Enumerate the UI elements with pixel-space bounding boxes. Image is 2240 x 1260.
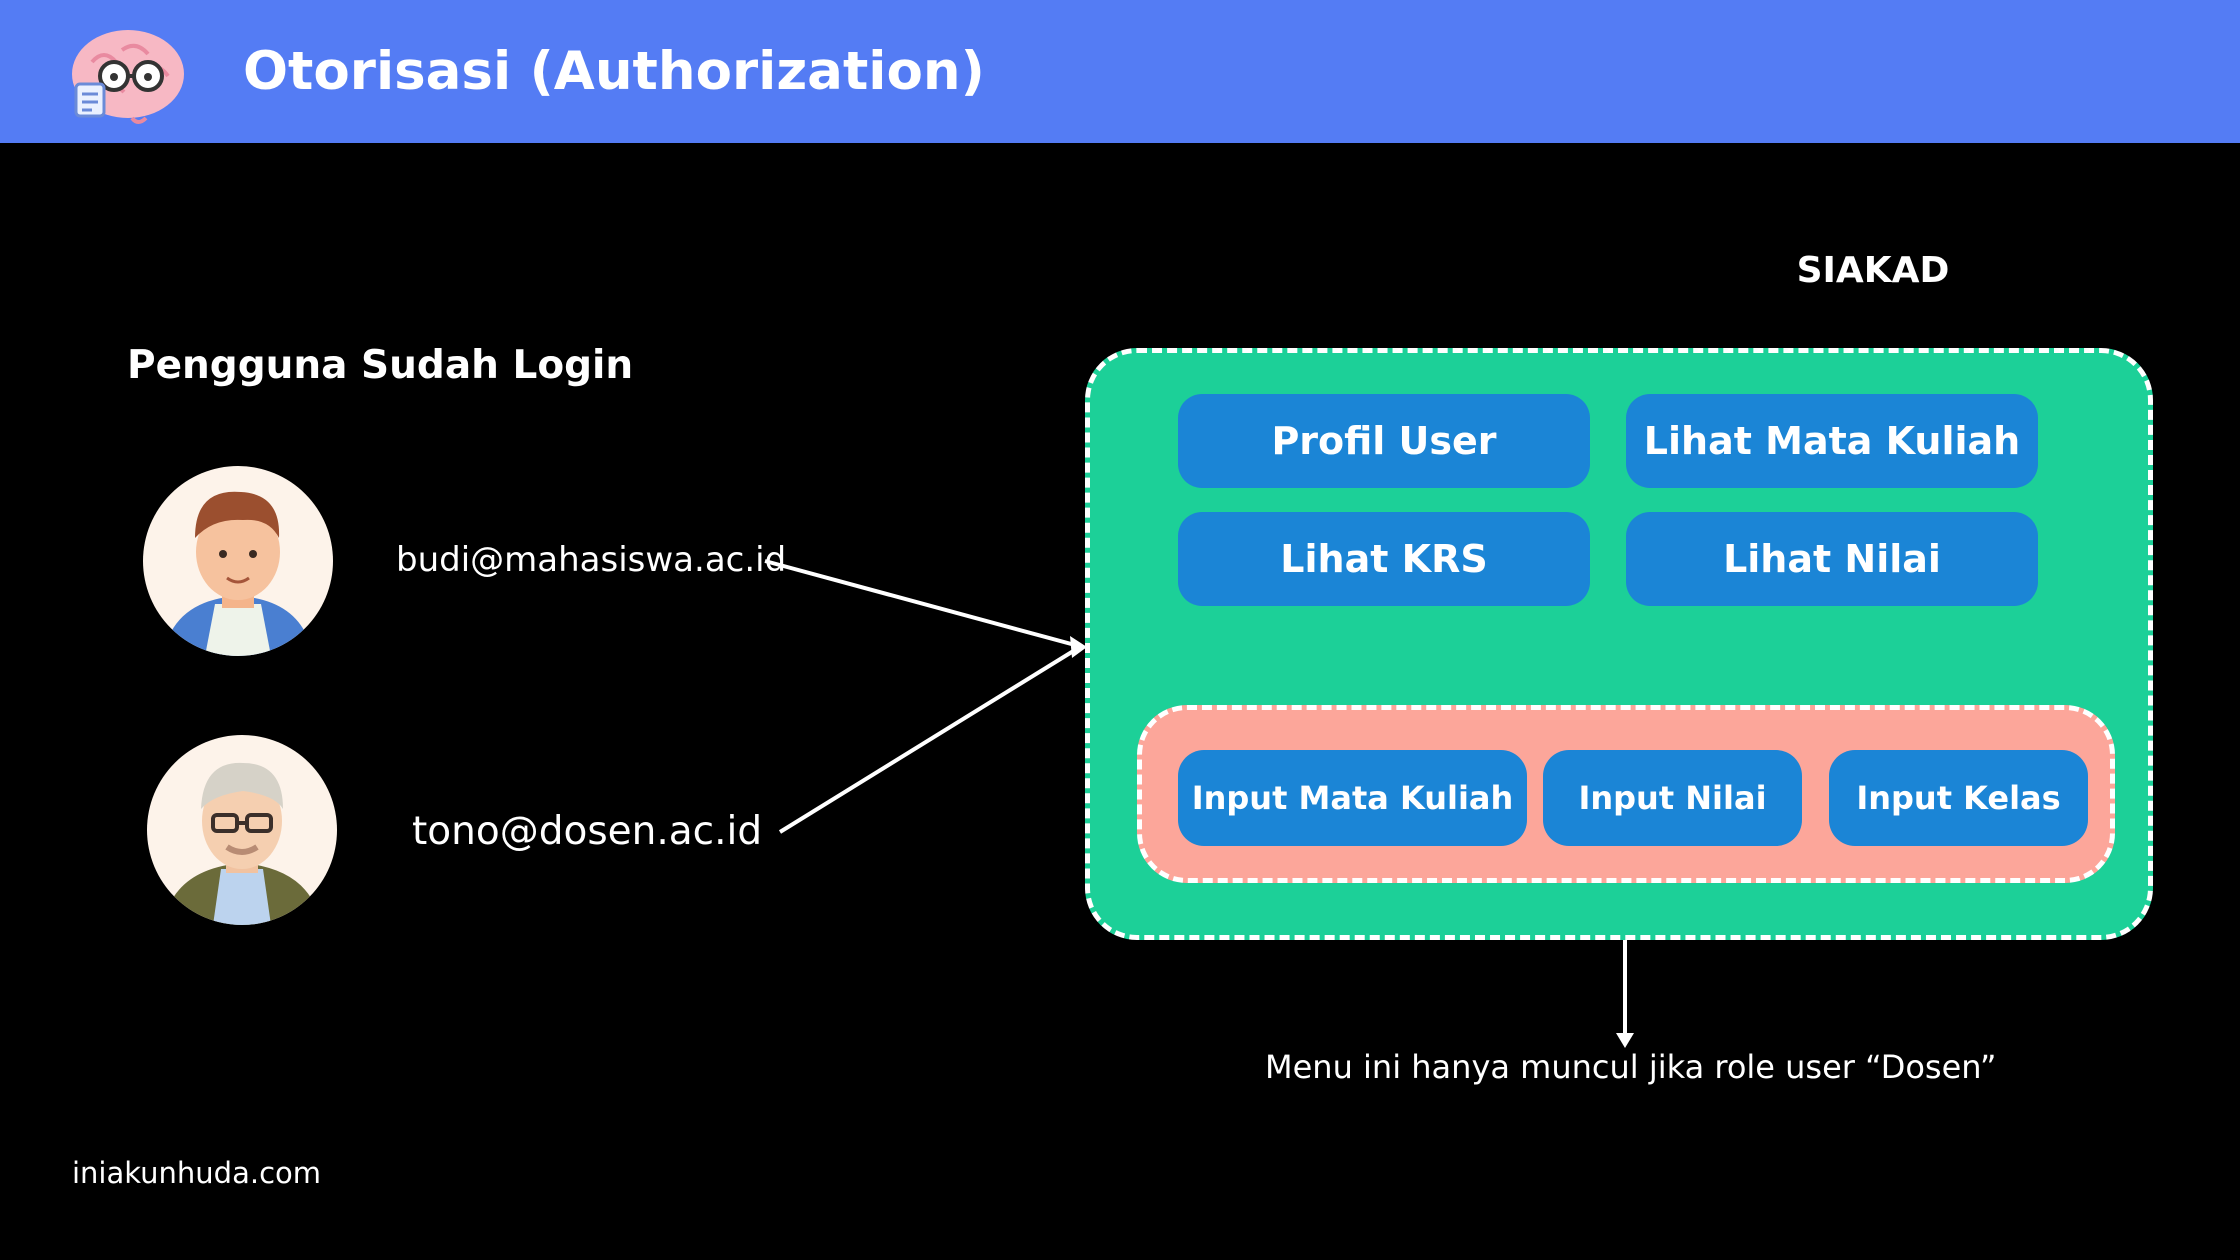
footer-credit: iniakunhuda.com — [72, 1156, 322, 1190]
menu-lihat-mata-kuliah[interactable]: Lihat Mata Kuliah — [1626, 394, 2038, 488]
student-avatar-icon — [143, 466, 333, 656]
arrow-student-to-system — [764, 559, 1076, 647]
menu-input-nilai[interactable]: Input Nilai — [1543, 750, 1802, 846]
header-bar: Otorisasi (Authorization) — [0, 0, 2240, 143]
dosen-note: Menu ini hanya muncul jika role user “Do… — [1265, 1048, 1997, 1086]
arrowhead-down-icon — [1616, 1033, 1634, 1048]
menu-profil-user[interactable]: Profil User — [1178, 394, 1590, 488]
menu-input-mata-kuliah[interactable]: Input Mata Kuliah — [1178, 750, 1527, 846]
users-heading: Pengguna Sudah Login — [127, 343, 634, 388]
arrow-lecturer-to-system — [778, 648, 1077, 834]
user-email-lecturer: tono@dosen.ac.id — [412, 809, 763, 854]
arrowhead-icon — [1070, 636, 1087, 658]
lecturer-avatar-icon — [147, 735, 337, 925]
menu-lihat-krs[interactable]: Lihat KRS — [1178, 512, 1590, 606]
system-title: SIAKAD — [1796, 250, 1950, 291]
brain-mascot-icon — [72, 30, 184, 124]
menu-input-kelas[interactable]: Input Kelas — [1829, 750, 2088, 846]
user-email-student: budi@mahasiswa.ac.id — [396, 540, 787, 580]
page-title: Otorisasi (Authorization) — [243, 41, 985, 102]
menu-lihat-nilai[interactable]: Lihat Nilai — [1626, 512, 2038, 606]
